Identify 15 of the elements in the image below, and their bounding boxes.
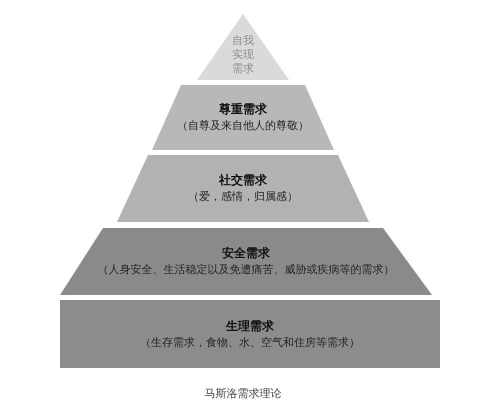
tier-description: （人身安全、生活稳定以及免遭痛苦、威胁或疾病等的需求） bbox=[98, 262, 394, 278]
pyramid-tier bbox=[60, 228, 432, 295]
pyramid-tier bbox=[60, 300, 440, 368]
pyramid-tier bbox=[117, 155, 369, 222]
pyramid-tier bbox=[152, 85, 334, 150]
tier-description: （生存需求，食物、水、空气和住房等需求） bbox=[140, 334, 360, 350]
tier-description: （爱，感情，归属感） bbox=[188, 189, 298, 205]
caption: 马斯洛需求理论 bbox=[204, 386, 282, 401]
tier-title: 生理需求 bbox=[226, 318, 274, 335]
tier-title: 社交需求 bbox=[219, 172, 267, 190]
pyramid-tier bbox=[197, 14, 289, 80]
tier-description: （自尊及来自他人的尊敬） bbox=[177, 118, 309, 134]
tier-title: 自我实现需求 bbox=[230, 34, 255, 76]
tier-title: 安全需求 bbox=[222, 245, 270, 262]
tier-title: 尊重需求 bbox=[219, 101, 267, 118]
